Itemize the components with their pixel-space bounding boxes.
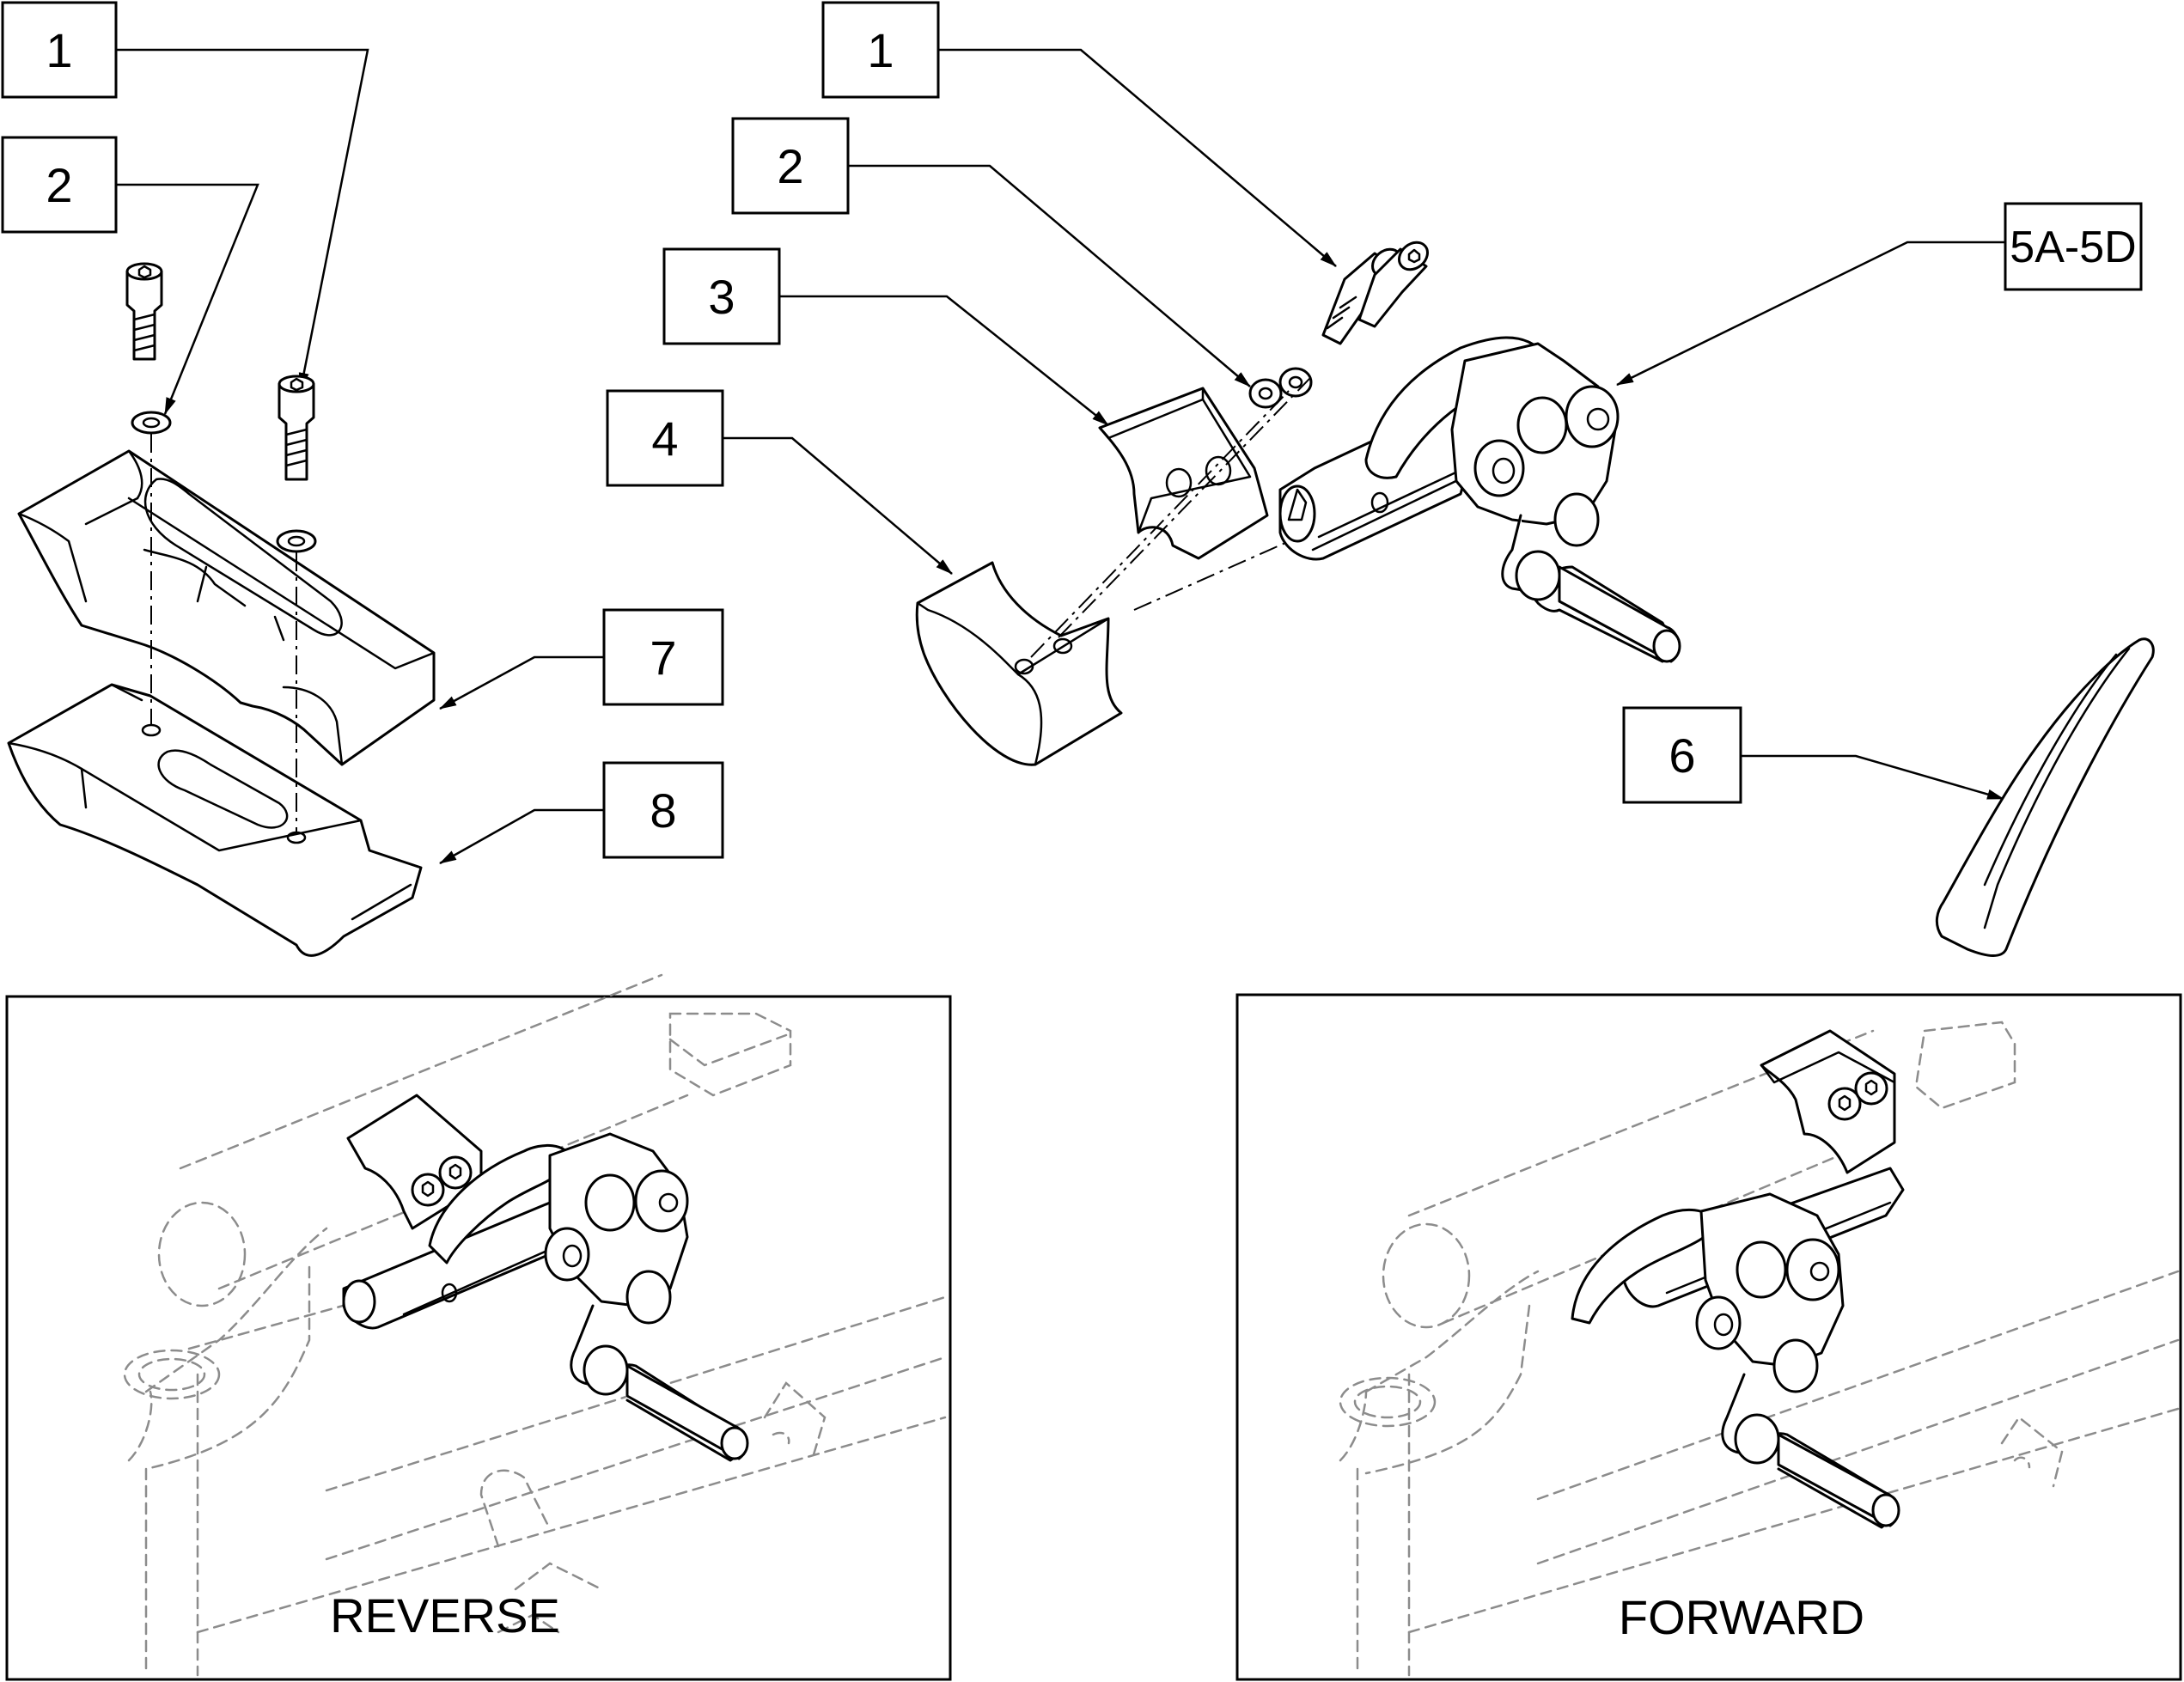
cap-screw-icon [1357, 241, 1429, 328]
clamp-block [1098, 387, 1269, 560]
washer-icon [1248, 378, 1283, 409]
cap-screw-icon [278, 375, 315, 481]
callout-right-5a-5d: 5A-5D [2004, 202, 2143, 291]
callout-left-2: 2 [1, 136, 118, 234]
cap-screw-icon [125, 262, 163, 361]
caster-stem [1278, 336, 1681, 663]
panel-forward: FORWARD [1235, 993, 2182, 1681]
callout-mid-2-text: 2 [777, 139, 803, 193]
callout-mid-1-text: 1 [867, 23, 894, 77]
panel-reverse: REVERSE [5, 973, 952, 1681]
callout-left-7: 7 [602, 608, 724, 706]
panel-forward-label: FORWARD [1619, 1590, 1864, 1644]
lower-clamp-half [7, 683, 423, 957]
callout-mid-4: 4 [606, 389, 724, 487]
washer-icon [1278, 367, 1313, 398]
leader-lines [116, 48, 2005, 865]
callout-right-5a-5d-text: 5A-5D [2010, 222, 2136, 272]
washer-icon [276, 529, 317, 553]
armrest-pad [1935, 637, 2155, 957]
callout-left-7-text: 7 [650, 631, 676, 685]
callout-mid-3: 3 [662, 247, 781, 345]
callout-left-8: 8 [602, 761, 724, 859]
callout-right-6: 6 [1622, 706, 1742, 804]
callout-left-2-text: 2 [46, 158, 72, 212]
callout-left-1: 1 [1, 1, 118, 99]
washer-icon [131, 411, 172, 435]
panel-reverse-label: REVERSE [330, 1588, 560, 1642]
callout-mid-1: 1 [821, 1, 940, 99]
callout-left-8-text: 8 [650, 783, 676, 838]
caster-stem-assembly [915, 241, 2155, 957]
callout-right-6-text: 6 [1669, 728, 1695, 783]
callout-mid-2: 2 [731, 117, 850, 215]
callout-mid-3-text: 3 [708, 270, 735, 324]
callout-left-1-text: 1 [46, 23, 72, 77]
callout-mid-4-text: 4 [651, 411, 678, 466]
left-clamp-assembly [7, 262, 436, 957]
upper-clamp-half [17, 449, 436, 766]
lower-clamp [915, 561, 1123, 766]
